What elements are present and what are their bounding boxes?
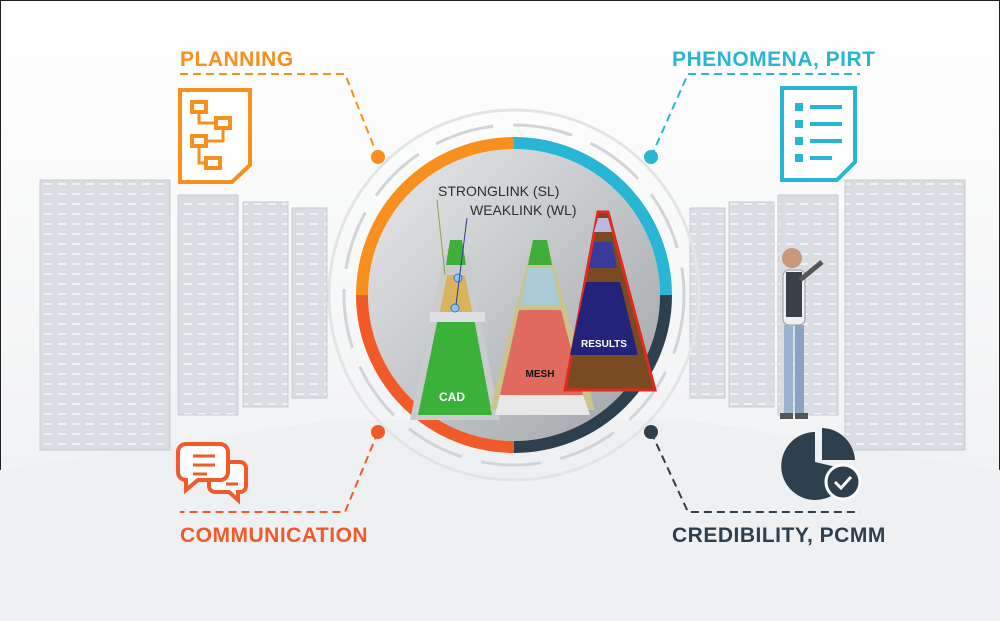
flowchart-document-icon — [178, 88, 252, 184]
dashed-ring — [342, 123, 686, 467]
results-label: RESULTS — [581, 339, 627, 350]
results-model — [563, 210, 657, 392]
cad-model — [410, 199, 500, 420]
node-phenomena — [644, 150, 658, 164]
connector-communication — [180, 431, 379, 513]
stronglink-label: STRONGLINK (SL) — [438, 183, 559, 199]
phenomena-pirt-label: PHENOMENA, PIRT — [672, 48, 876, 71]
credibility-pcmm-label: CREDIBILITY, PCMM — [672, 524, 886, 547]
arc-communication — [356, 294, 515, 453]
server-racks-right — [689, 179, 966, 451]
arc-credibility — [513, 294, 672, 453]
server-racks-left — [39, 179, 328, 451]
communication-label: COMMUNICATION — [180, 524, 369, 547]
floor — [0, 420, 1000, 621]
chat-bubbles-icon — [176, 442, 248, 505]
planning-label: PLANNING — [180, 48, 294, 71]
connector-credibility — [650, 431, 860, 513]
list-document-icon — [780, 86, 857, 182]
weaklink-label: WEAKLINK (WL) — [470, 202, 577, 218]
mesh-label: MESH — [526, 369, 555, 380]
node-credibility — [644, 425, 658, 439]
cad-label: CAD — [439, 390, 465, 404]
engineer-figure — [780, 248, 824, 419]
outer-ring — [327, 108, 701, 482]
node-planning — [371, 150, 385, 164]
arc-phenomena — [513, 137, 672, 296]
arc-planning — [356, 137, 515, 296]
pie-chart-check-icon — [781, 428, 862, 501]
connector-planning — [180, 73, 379, 158]
connector-phenomena — [650, 73, 860, 158]
node-communication — [371, 425, 385, 439]
